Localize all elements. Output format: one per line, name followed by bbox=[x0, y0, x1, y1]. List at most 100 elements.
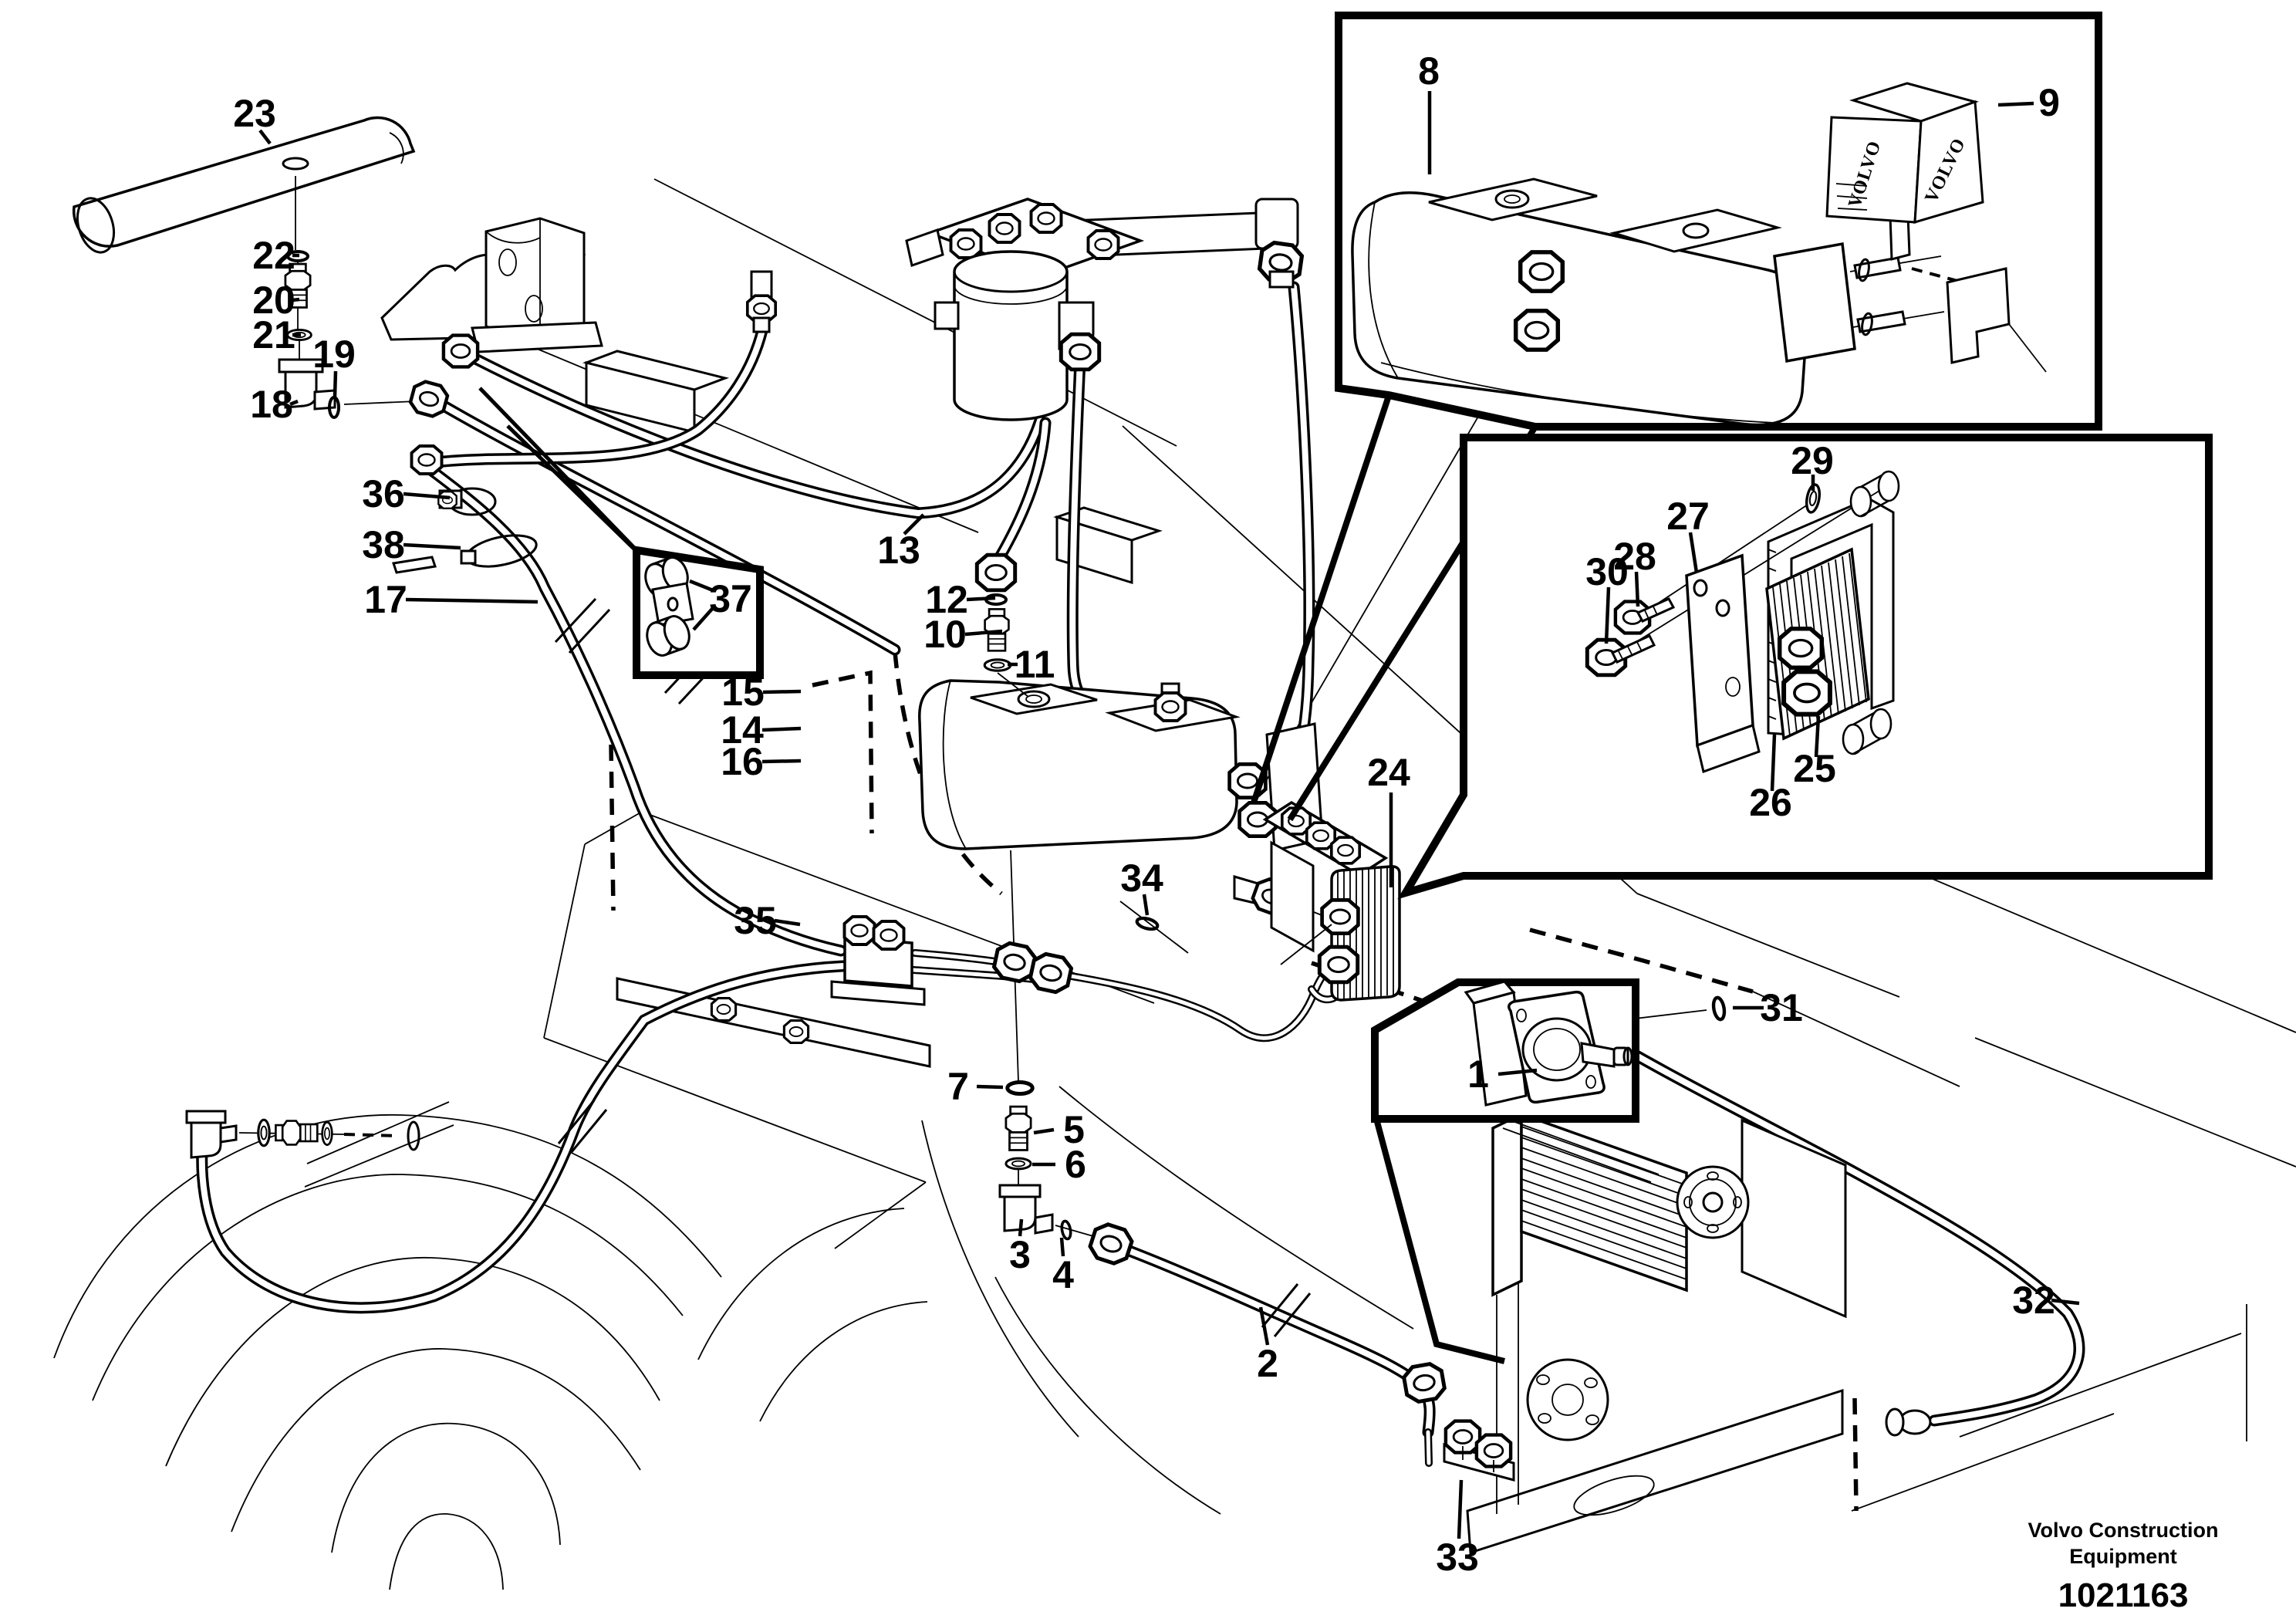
callout-22-number: 22 bbox=[252, 234, 295, 277]
callout-32-leader bbox=[2051, 1298, 2080, 1306]
radiator-pulley bbox=[1676, 1165, 1750, 1239]
callout-2-leader bbox=[1258, 1306, 1270, 1346]
callout-14-leader bbox=[761, 726, 802, 732]
callout-33: 33 bbox=[1436, 1479, 1479, 1579]
radiator-inlet-pipe-core bbox=[1426, 1430, 1431, 1465]
radiator-flange bbox=[1526, 1358, 1609, 1441]
hose-nut-13 bbox=[444, 336, 478, 367]
callout-1-leader bbox=[1497, 1068, 1538, 1076]
callout-2: 2 bbox=[1257, 1306, 1278, 1385]
hose-end-fitting bbox=[745, 270, 778, 333]
callout-18: 18 bbox=[250, 383, 299, 426]
filter-top-elbow bbox=[1254, 198, 1303, 289]
oil-filter-assembly bbox=[905, 198, 1303, 421]
cable-tie-38 bbox=[392, 534, 538, 574]
callout-3-leader bbox=[1018, 1218, 1024, 1237]
callout-15: 15 bbox=[721, 671, 802, 714]
callout-10-leader bbox=[964, 629, 1003, 637]
callout-24: 24 bbox=[1367, 751, 1410, 887]
callout-20-number: 20 bbox=[252, 279, 295, 322]
bracket-b bbox=[1946, 267, 2011, 364]
callout-37-leader bbox=[689, 579, 714, 593]
callout-3: 3 bbox=[1009, 1218, 1031, 1276]
callout-13: 13 bbox=[877, 513, 925, 572]
wheel-arches bbox=[53, 1086, 1414, 1590]
hose-2 bbox=[1117, 1242, 1436, 1438]
callout-7-number: 7 bbox=[947, 1065, 969, 1108]
callout-5-number: 5 bbox=[1063, 1108, 1085, 1151]
callout-35: 35 bbox=[734, 899, 801, 942]
callout-38-number: 38 bbox=[362, 523, 405, 566]
oring-7 bbox=[1008, 1083, 1033, 1094]
oil-cooler-24 bbox=[1262, 800, 1401, 1002]
callout-36-leader bbox=[403, 492, 451, 500]
callout-16: 16 bbox=[721, 740, 802, 783]
callout-25-leader bbox=[1814, 715, 1821, 758]
callout-35-number: 35 bbox=[734, 899, 777, 942]
grommet-2 bbox=[646, 615, 690, 657]
valve-pad-1 bbox=[970, 683, 1098, 715]
pipe-clamp-assembly bbox=[830, 915, 1073, 1006]
callout-33-number: 33 bbox=[1436, 1536, 1479, 1579]
radiator-unit bbox=[1403, 1112, 1847, 1555]
hose-17-core bbox=[429, 468, 844, 954]
callout-26-number: 26 bbox=[1749, 781, 1792, 824]
axle-elbow-assembly bbox=[185, 1110, 420, 1159]
callout-31: 31 bbox=[1733, 986, 1803, 1029]
callout-1: 1 bbox=[1467, 1053, 1538, 1096]
callout-17-leader bbox=[405, 597, 539, 604]
callout-15-number: 15 bbox=[721, 671, 765, 714]
callout-19-number: 19 bbox=[312, 333, 356, 376]
volvo-carton-9: VOLVO VOLVO bbox=[1825, 82, 1984, 225]
callout-6-number: 6 bbox=[1065, 1143, 1086, 1186]
cooler-port-lower bbox=[1319, 947, 1357, 982]
fitting-stack-18-22 bbox=[278, 250, 478, 475]
callout-34-leader bbox=[1142, 894, 1150, 916]
core-port-upper bbox=[1780, 629, 1822, 667]
hose-32-core bbox=[1588, 1026, 2082, 1424]
callout-24-number: 24 bbox=[1367, 751, 1410, 794]
callout-12: 12 bbox=[925, 578, 996, 621]
callout-32-number: 32 bbox=[2012, 1279, 2055, 1322]
callout-27-leader bbox=[1688, 532, 1699, 573]
footer-company-line1: Volvo Construction bbox=[2028, 1519, 2219, 1542]
callout-23: 23 bbox=[233, 92, 276, 145]
callout-7-leader bbox=[976, 1084, 1004, 1090]
callout-22: 22 bbox=[252, 234, 299, 277]
oring-31 bbox=[1712, 997, 1726, 1020]
hose-2-nut bbox=[1087, 1222, 1134, 1267]
callout-30-number: 30 bbox=[1585, 550, 1629, 593]
valve-block-assembly bbox=[918, 555, 1334, 1267]
callout-19-leader bbox=[333, 370, 338, 397]
callout-19: 19 bbox=[312, 333, 356, 397]
callout-32: 32 bbox=[2012, 1279, 2080, 1322]
callout-30: 30 bbox=[1585, 550, 1629, 644]
hose-35-core bbox=[198, 963, 846, 1311]
filter-canister bbox=[953, 250, 1069, 421]
callout-12-leader bbox=[966, 596, 996, 602]
callout-25: 25 bbox=[1793, 715, 1836, 790]
oring-4 bbox=[1059, 1218, 1074, 1242]
hose-nut-b bbox=[408, 380, 449, 419]
callout-13-leader bbox=[903, 513, 925, 536]
callout-5-leader bbox=[1033, 1127, 1055, 1135]
callout-15-leader bbox=[762, 689, 802, 694]
grommet-1 bbox=[644, 556, 689, 598]
callout-13-number: 13 bbox=[877, 529, 920, 572]
clamp-36 bbox=[437, 487, 497, 516]
callout-21-number: 21 bbox=[252, 313, 295, 357]
callout-37-number: 37 bbox=[709, 577, 752, 620]
callout-28-leader bbox=[1634, 571, 1640, 607]
callout-16-leader bbox=[761, 759, 802, 764]
inset-37-pointer bbox=[478, 387, 651, 566]
bracket-27 bbox=[1685, 553, 1754, 748]
hose-canister-down bbox=[994, 417, 1052, 563]
callout-9-number: 9 bbox=[2038, 81, 2060, 124]
callout-27: 27 bbox=[1666, 495, 1710, 573]
callout-3-number: 3 bbox=[1009, 1233, 1031, 1276]
bolt-plate-33 bbox=[1443, 1421, 1515, 1482]
callout-14-number: 14 bbox=[721, 708, 764, 752]
core-port-lower bbox=[1784, 671, 1830, 714]
